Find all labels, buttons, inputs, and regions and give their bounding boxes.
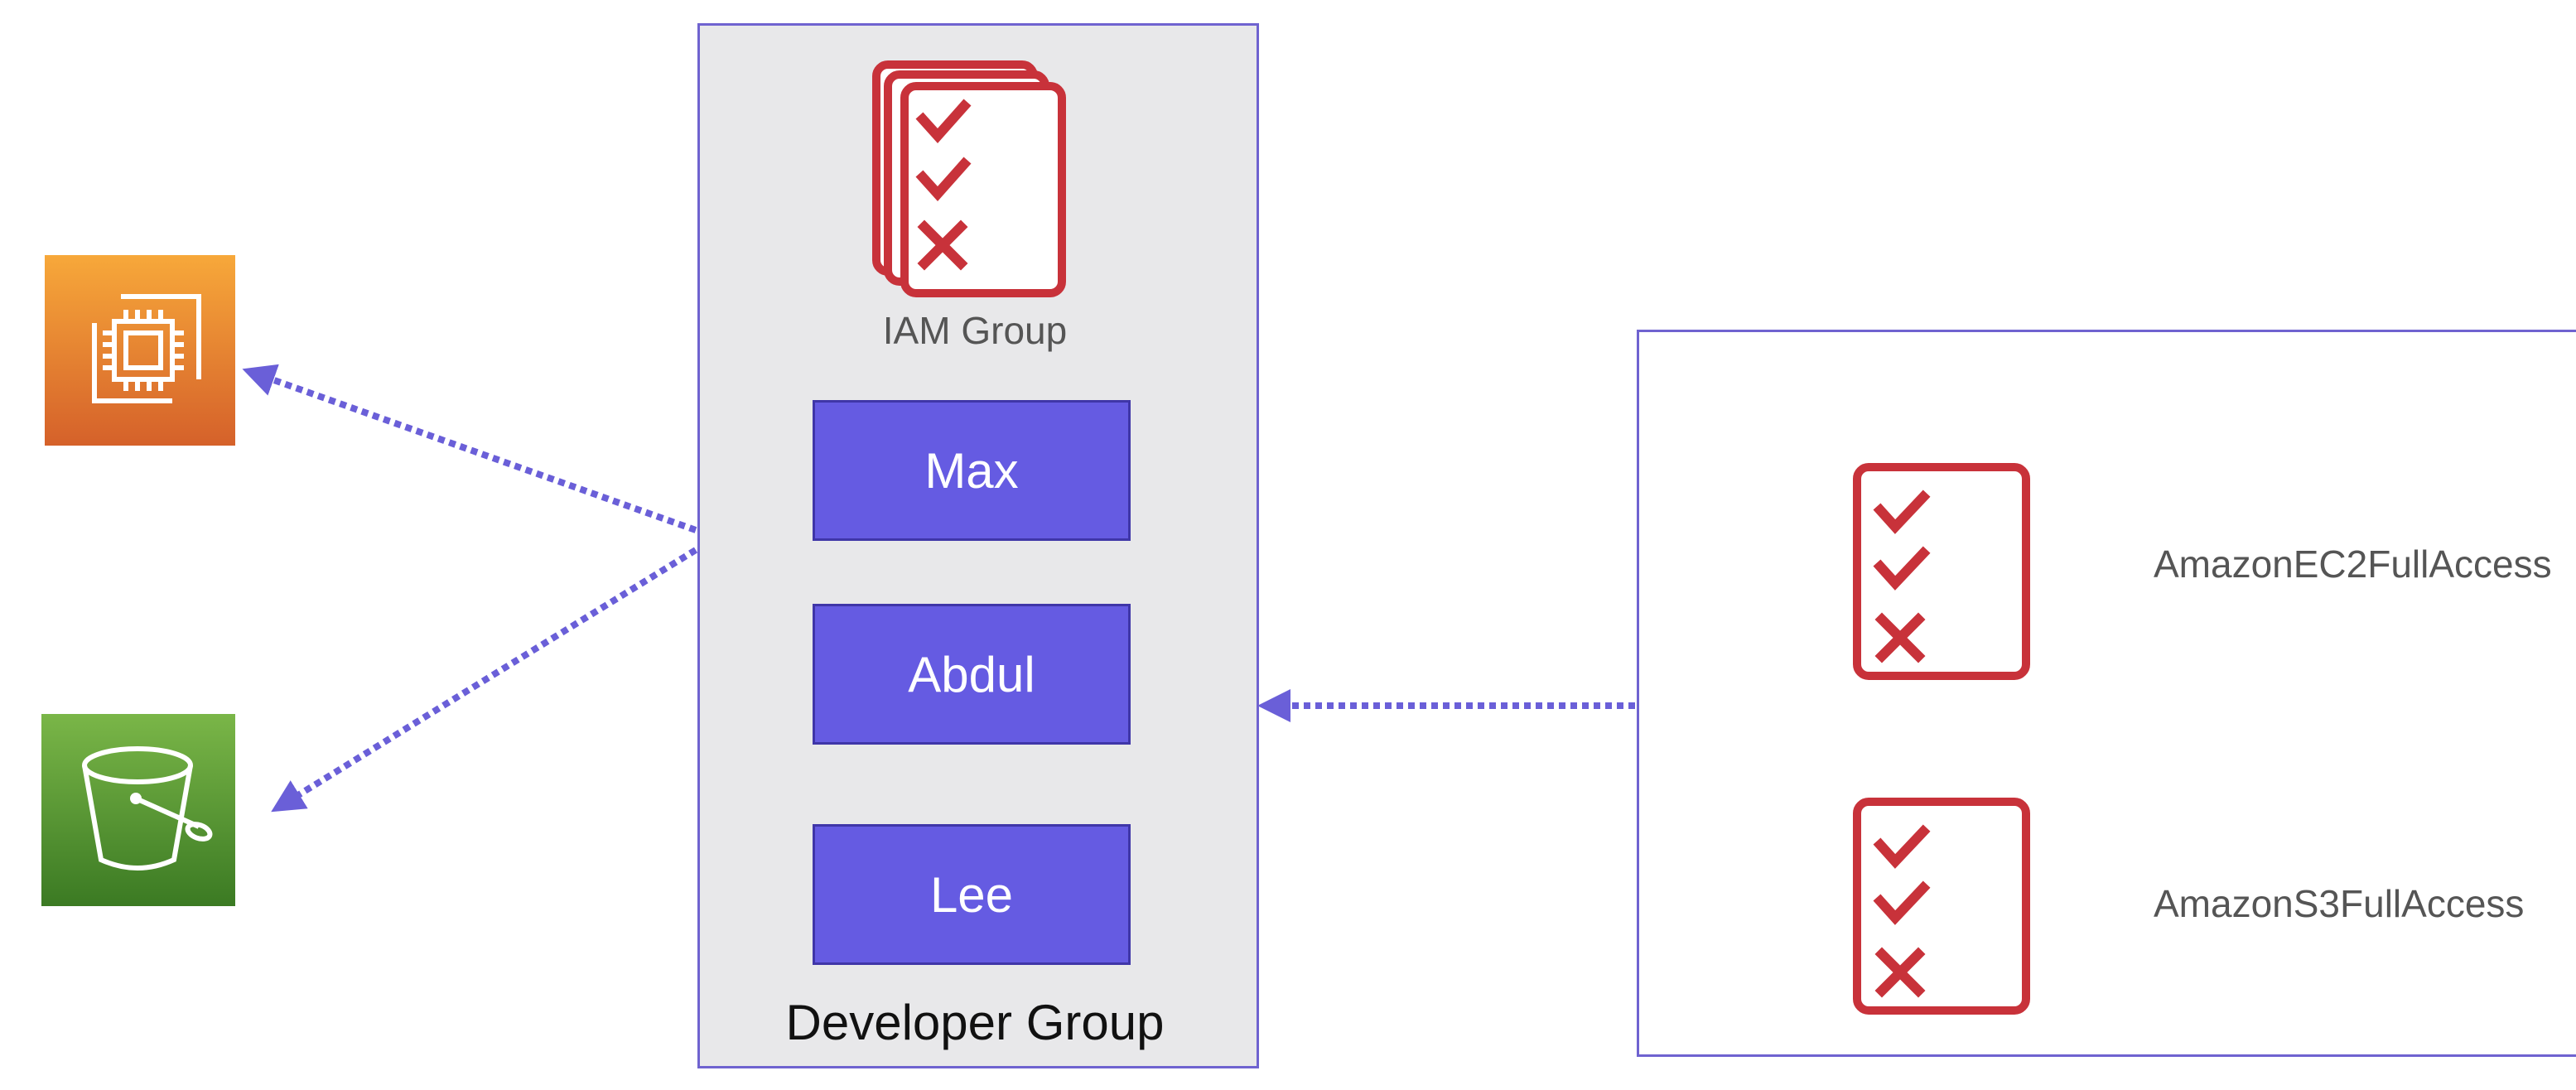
group-member-lee[interactable]: Lee	[813, 824, 1131, 965]
ec2-chip-icon	[45, 255, 235, 446]
policy-name-ec2: AmazonEC2FullAccess	[2154, 543, 2552, 586]
s3-bucket-icon	[41, 714, 235, 906]
group-member-max[interactable]: Max	[813, 400, 1131, 541]
policy-document-icon	[1852, 462, 2031, 681]
group-member-abdul[interactable]: Abdul	[813, 604, 1131, 745]
policies-panel	[1637, 330, 2576, 1057]
iam-group-caption: IAM Group	[882, 309, 1068, 352]
policy-name-s3: AmazonS3FullAccess	[2154, 882, 2525, 925]
arrow-group-to-ec2	[242, 364, 697, 533]
iam-policy-document-icon	[871, 60, 1072, 300]
developer-group-label: Developer Group	[785, 995, 1165, 1050]
policy-document-icon	[1852, 797, 2031, 1015]
arrow-group-to-s3	[271, 547, 698, 813]
